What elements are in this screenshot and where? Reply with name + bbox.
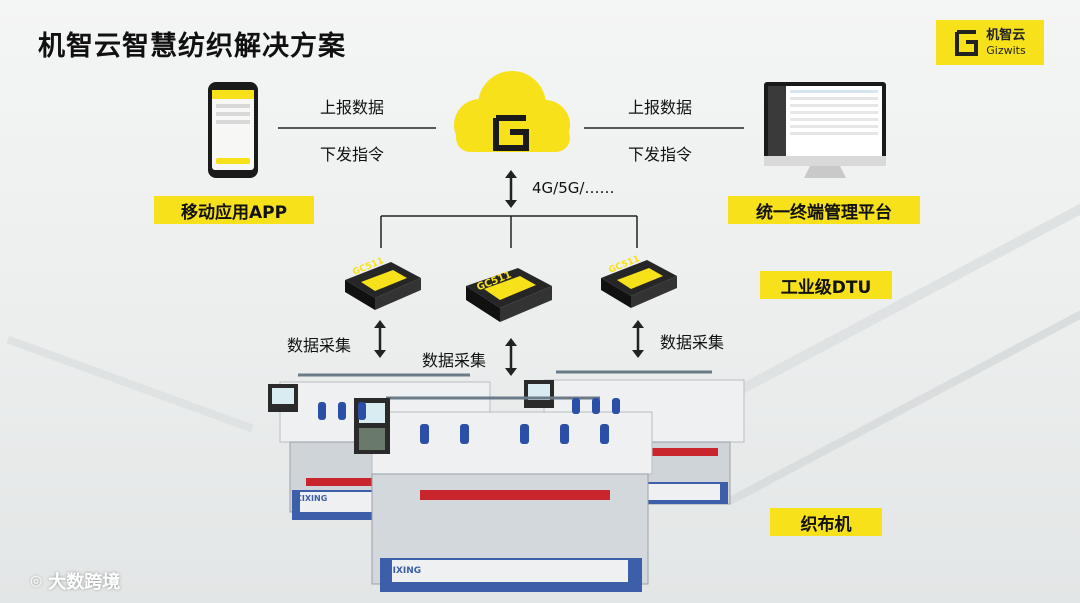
dtu-device-icon [601, 260, 677, 308]
collect-arrow-right [632, 320, 644, 358]
platform-label: 统一终端管理平台 [728, 196, 920, 224]
network-label: 4G/5G/…… [532, 179, 615, 197]
collect-label-right: 数据采集 [660, 333, 725, 352]
brand-logo: 机智云 Gizwits [936, 20, 1044, 65]
left-upload-label: 上报数据 [320, 98, 385, 117]
right-upload-label: 上报数据 [628, 98, 693, 117]
collect-arrow-center [505, 338, 517, 376]
collect-label-center: 数据采集 [422, 351, 487, 370]
left-download-label: 下发指令 [320, 145, 385, 164]
network-arrow [505, 170, 517, 208]
dtu-bus-lines [380, 215, 638, 248]
yarn-bobbins [318, 398, 620, 444]
gizwits-logo-icon [955, 29, 979, 56]
watermark-text: 大数跨境 [48, 572, 121, 593]
watermark: ◎ 大数跨境 [30, 568, 120, 594]
mobile-app-label: 移动应用APP [154, 196, 314, 224]
logo-text-en: Gizwits [986, 44, 1026, 57]
collect-label-left: 数据采集 [287, 336, 352, 355]
monitor-icon [764, 82, 886, 178]
collect-arrow-left [374, 320, 386, 358]
watermark-logo-icon: ◎ [30, 573, 43, 589]
loom-brand-label: CIXING [386, 566, 422, 576]
dtu-label: 工业级DTU [760, 271, 892, 299]
page-title: 机智云智慧纺织解决方案 [38, 31, 346, 62]
right-download-label: 下发指令 [628, 145, 693, 164]
logo-text-cn: 机智云 [986, 28, 1026, 43]
knitting-machine-front [354, 396, 653, 592]
dtu-device-icon [466, 268, 552, 322]
dtu-device-icon [345, 262, 421, 310]
loom-brand-label: CIXING [296, 494, 328, 503]
mobile-phone-icon [208, 82, 258, 178]
cloud-icon [454, 71, 570, 152]
loom-label: 织布机 [770, 508, 882, 536]
